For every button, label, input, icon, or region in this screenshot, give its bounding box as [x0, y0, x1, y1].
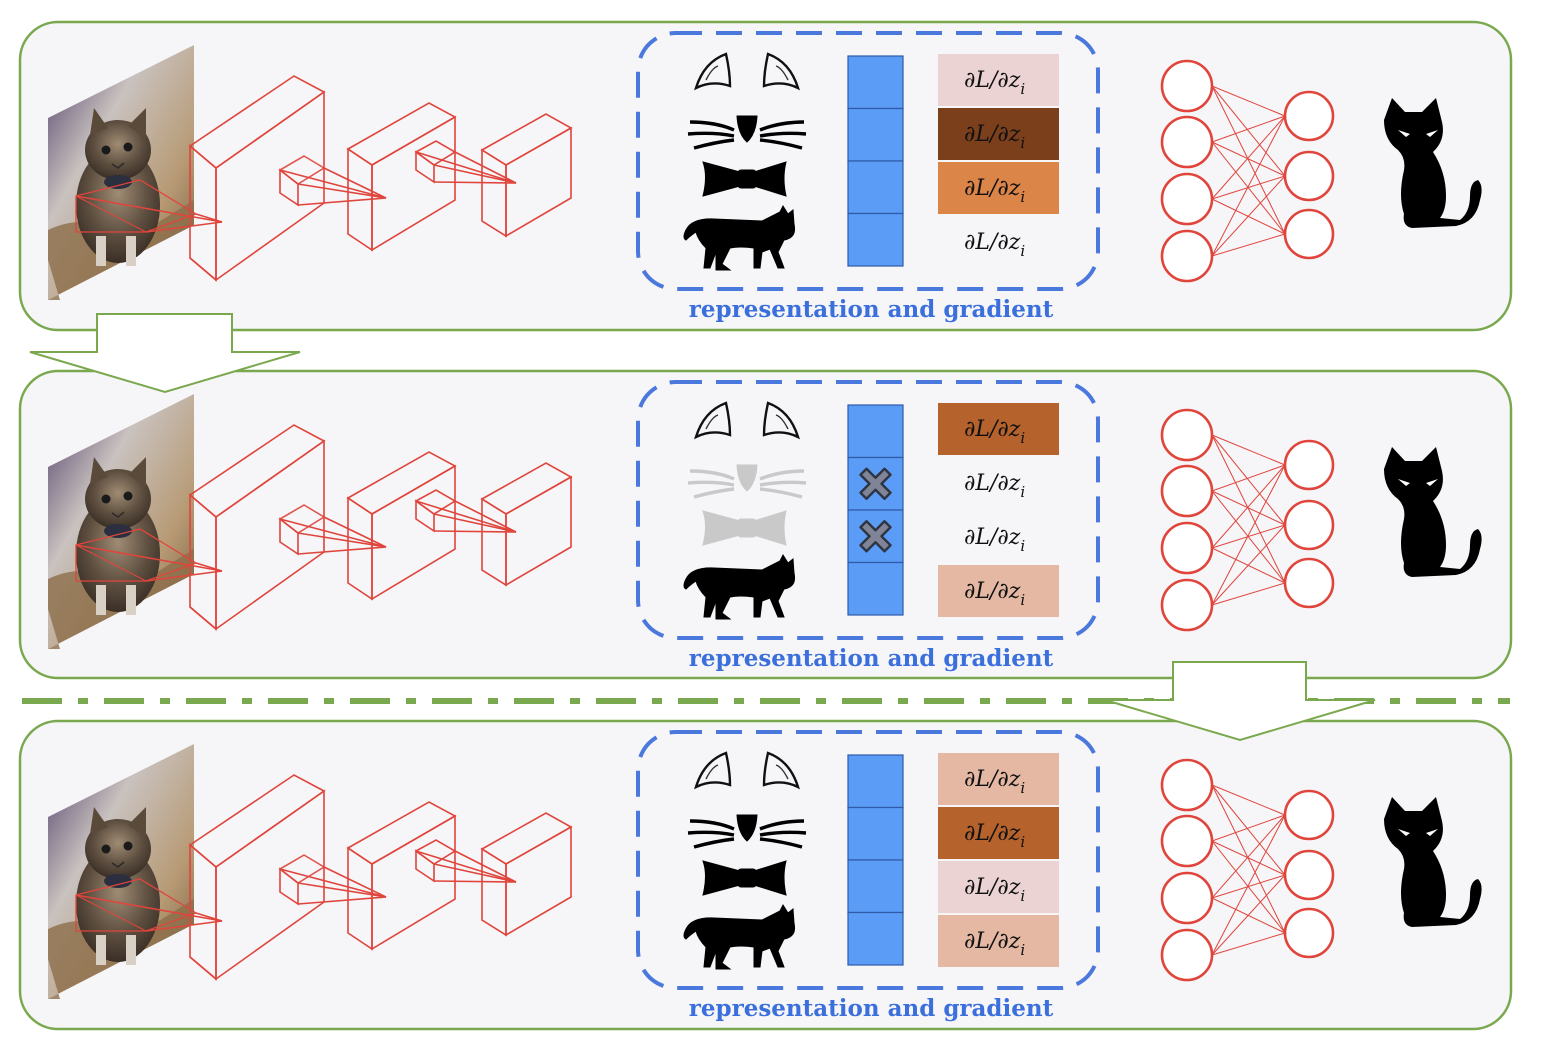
panel-caption: representation and gradient [689, 995, 1054, 1022]
network-edge [1211, 115, 1286, 200]
gradient-cell [938, 162, 1059, 214]
network-edge [1211, 115, 1286, 257]
gradient-label: ∂L/∂zi [964, 525, 1025, 555]
gradient-label: ∂L/∂zi [964, 176, 1025, 206]
network-edge [1211, 434, 1286, 584]
vector-cell [847, 160, 904, 215]
neuron [1160, 521, 1214, 575]
network-edge [1211, 464, 1286, 549]
panel-caption: representation and gradient [689, 296, 1054, 323]
gradient-label: ∂L/∂zi [964, 767, 1025, 797]
network-edge [1211, 434, 1286, 526]
network-edge [1211, 524, 1286, 606]
network-edge [1211, 524, 1286, 549]
panel-caption: representation and gradient [689, 645, 1054, 672]
gradient-cell [938, 753, 1059, 805]
network-edge [1211, 141, 1286, 177]
neuron [1283, 557, 1335, 609]
neuron [1283, 150, 1335, 202]
network-edge [1211, 85, 1286, 177]
neuron [1283, 907, 1335, 959]
gradient-cell [938, 565, 1059, 617]
gradient-label: ∂L/∂zi [964, 579, 1025, 609]
gradient-cell [938, 915, 1059, 967]
vector-cell [847, 561, 904, 616]
panel-3: ∂L/∂zi ∂L/∂zi ∂L/∂zi ∂L/∂zi representation a… [47, 730, 1482, 1022]
network-edge [1211, 840, 1286, 876]
vector-cell [847, 806, 904, 861]
network-edge [1211, 784, 1286, 934]
neuron [1283, 90, 1335, 142]
neuron [1160, 578, 1214, 632]
gradient-cell [938, 54, 1059, 106]
network-edge [1211, 464, 1286, 492]
neuron [1160, 464, 1214, 518]
network-edge [1211, 434, 1286, 466]
neuron [1283, 499, 1335, 551]
neuron [1283, 849, 1335, 901]
representation-box [636, 31, 1100, 291]
neuron [1160, 871, 1214, 925]
neuron [1283, 208, 1335, 260]
gradient-label: ∂L/∂zi [964, 821, 1025, 851]
network-edge [1211, 115, 1286, 143]
neuron [1283, 439, 1335, 491]
representation-box [636, 380, 1100, 640]
network-edge [1211, 784, 1286, 816]
neuron [1160, 59, 1214, 113]
network-edge [1211, 874, 1286, 956]
neuron [1160, 814, 1214, 868]
gradient-cell [938, 108, 1059, 160]
representation-box [636, 730, 1100, 990]
neuron [1160, 229, 1214, 283]
network-edge [1211, 814, 1286, 899]
vector-cell [847, 107, 904, 162]
network-edge [1211, 814, 1286, 842]
gradient-label: ∂L/∂zi [964, 122, 1025, 152]
gradient-label: ∂L/∂zi [964, 417, 1025, 447]
network-edge [1211, 582, 1286, 606]
arrow-panel1-to-panel2 [29, 313, 301, 394]
gradient-cell [938, 403, 1059, 455]
network-edge [1211, 464, 1286, 606]
neuron [1160, 758, 1214, 812]
network-edge [1211, 233, 1286, 257]
neuron [1160, 172, 1214, 226]
neuron [1283, 789, 1335, 841]
vector-cell [847, 404, 904, 459]
gradient-label: ∂L/∂zi [964, 68, 1025, 98]
vector-cell [847, 859, 904, 914]
gradient-label: ∂L/∂zi [964, 929, 1025, 959]
gradient-label: ∂L/∂zi [964, 875, 1025, 905]
network-edge [1211, 490, 1286, 526]
gradient-cell [938, 861, 1059, 913]
vector-cell [847, 911, 904, 966]
network-edge [1211, 874, 1286, 899]
gradient-cell [938, 807, 1059, 859]
network-edge [1211, 175, 1286, 200]
network-edge [1211, 814, 1286, 956]
neuron [1160, 408, 1214, 462]
gradient-label: ∂L/∂zi [964, 471, 1025, 501]
vector-cell [847, 212, 904, 267]
network-edge [1211, 932, 1286, 956]
vector-cell [847, 754, 904, 809]
panel-1: ∂L/∂zi ∂L/∂zi ∂L/∂zi ∂L/∂zi representation a… [47, 31, 1482, 323]
arrow-panel2-to-panel3 [1104, 661, 1376, 742]
network-edge [1211, 784, 1286, 876]
panel-2: ∂L/∂zi ∂L/∂zi ∂L/∂zi ∂L/∂zi representation a… [47, 380, 1482, 672]
network-edge [1211, 175, 1286, 257]
vector-cell [847, 55, 904, 110]
neuron [1160, 928, 1214, 982]
network-edge [1211, 85, 1286, 235]
neuron [1160, 115, 1214, 169]
gradient-label: ∂L/∂zi [964, 230, 1025, 260]
network-edge [1211, 85, 1286, 117]
